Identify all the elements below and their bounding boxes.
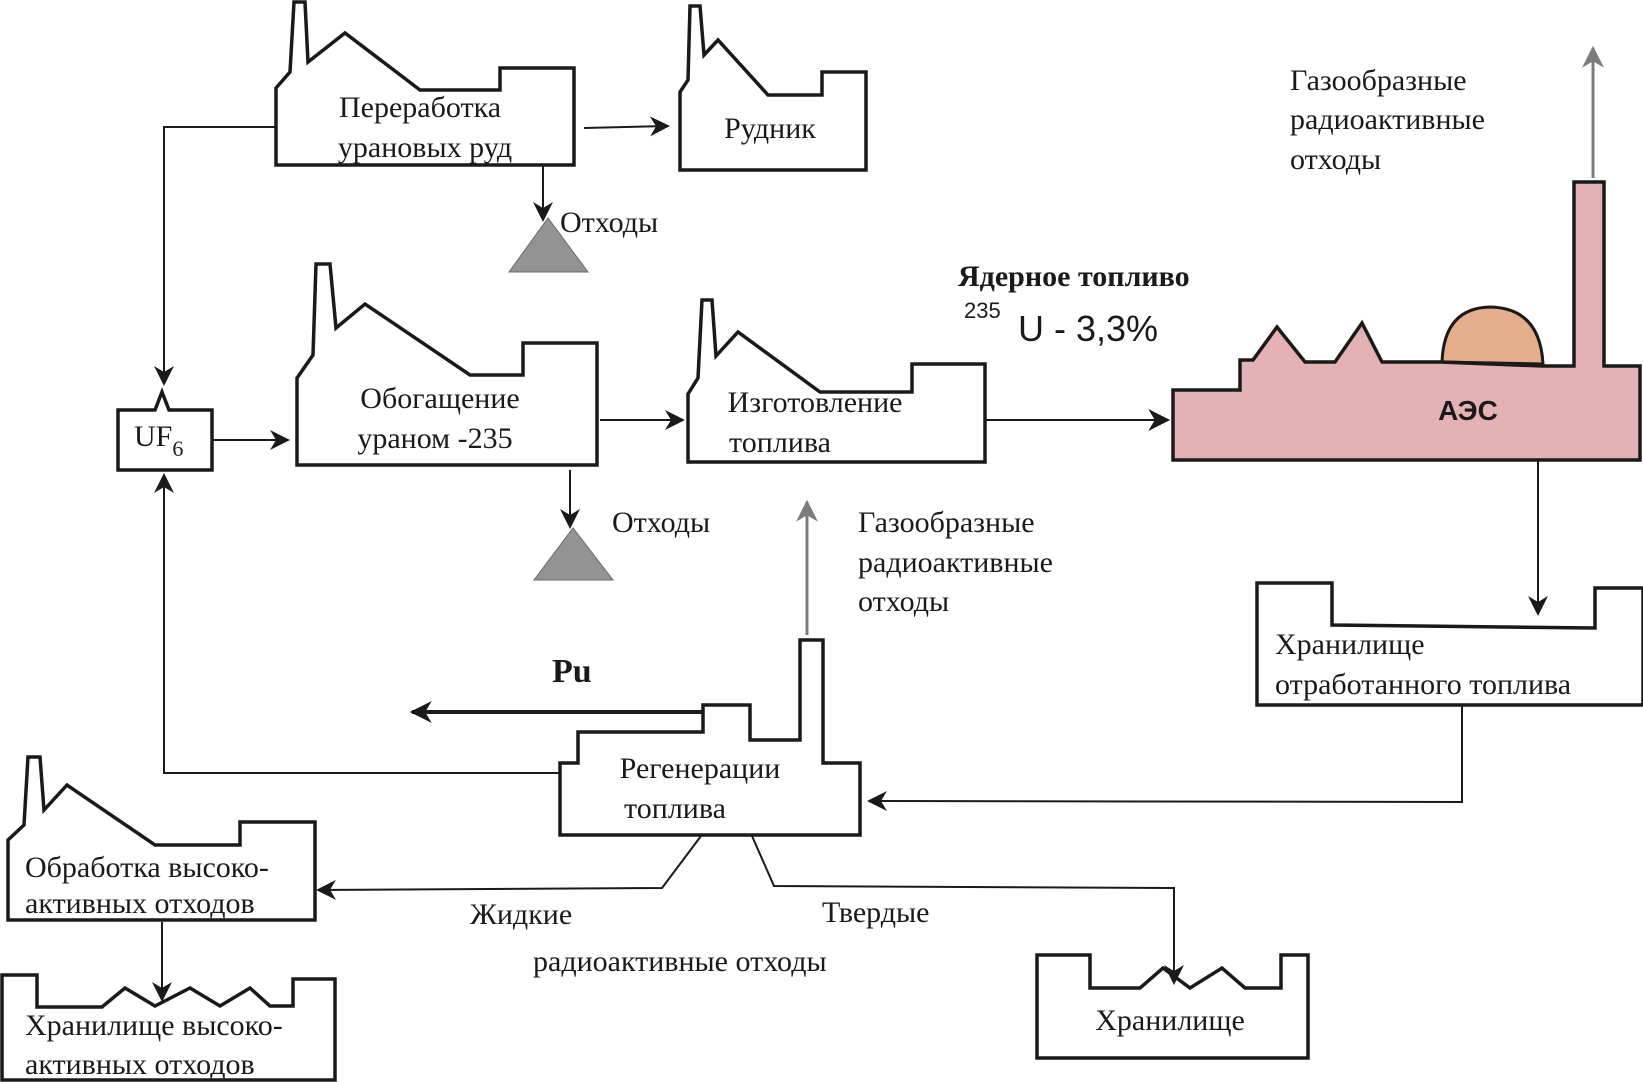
hlw-storage-line2: активных отходов [25,1048,255,1081]
gas-waste-mid-line2: радиоактивные [858,546,1053,579]
hlw-storage: Хранилище высоко- активных отходов [0,973,337,1082]
spent-storage-line2: отработанного топлива [1275,668,1571,701]
gas-waste-mid-line1: Газообразные [858,506,1035,539]
gas-waste-top-line2: радиоактивные [1290,103,1485,136]
storage-label: Хранилище [1095,1004,1245,1037]
ore-processing-building: Переработка урановых руд [274,0,576,167]
gas-waste-top-line1: Газообразные [1290,64,1467,97]
arrow-liquid-waste [316,835,702,900]
gas-waste-mid-line3: отходы [858,585,949,618]
waste-label-ore: Отходы [560,206,658,239]
fuel-fabrication-building: Изготовление топлива [686,298,987,464]
solid-waste-label: Твердые [822,896,929,929]
enrichment-building: Обогащение ураном -235 [295,262,599,467]
arrow-regeneration-to-uf6 [154,473,560,774]
regeneration-line2: топлива [624,792,726,825]
spent-fuel-storage: Хранилище отработанного топлива [1255,581,1643,707]
ore-processing-line1: Переработка [339,91,501,124]
isotope-enrichment-label: U - 3,3% [1018,308,1158,349]
radioactive-waste-label: радиоактивные отходы [533,945,827,978]
hlw-processing-line1: Обработка высоко- [25,851,269,884]
mine-label: Рудник [724,112,816,145]
waste-label-enrichment: Отходы [612,506,710,539]
isotope-mass-number: 235 [964,298,1001,323]
hlw-processing-building: Обработка высоко- активных отходов [6,755,317,922]
enrichment-line1: Обогащение [360,382,519,415]
arrow-ore-to-mine [583,116,670,137]
arrow-solid-waste [751,835,1184,985]
arrow-spent-storage-to-regeneration [867,705,1463,812]
spent-storage-line1: Хранилище [1275,628,1425,661]
uf6-box: UF6 [116,387,214,472]
enrichment-line2: ураном -235 [357,422,512,455]
liquid-waste-label: Жидкие [470,898,572,931]
regeneration-building: Регенерации топлива [558,638,862,837]
storage: Хранилище [1035,953,1310,1060]
hlw-storage-line1: Хранилище высоко- [25,1009,283,1042]
gas-waste-top-line3: отходы [1290,143,1381,176]
nuclear-fuel-label: Ядерное топливо [958,260,1190,293]
aes-label: АЭС [1438,395,1498,426]
arrow-ore-to-uf6 [154,126,276,386]
waste-triangle-ore [508,217,589,273]
nuclear-power-plant: АЭС [1171,180,1642,462]
mine-building: Рудник [678,4,868,172]
uf6-label: UF6 [134,420,183,461]
regeneration-line1: Регенерации [620,752,781,785]
plutonium-label: Pu [552,653,592,690]
ore-processing-line2: урановых руд [338,131,512,164]
waste-triangle-enrichment [533,527,615,581]
fuel-fabrication-line2: топлива [729,426,831,459]
fuel-fabrication-line1: Изготовление [728,386,903,419]
hlw-processing-line2: активных отходов [25,887,255,920]
